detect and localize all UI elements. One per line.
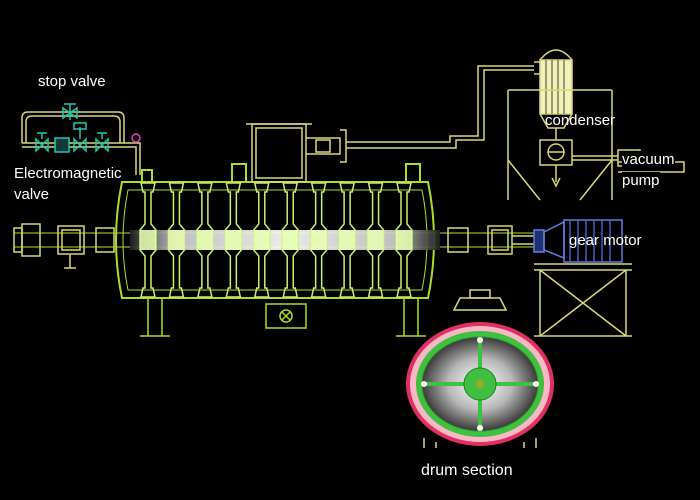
electromagnetic-valve-symbol xyxy=(35,122,109,153)
paddle xyxy=(309,182,328,298)
drum-paddle-tip xyxy=(477,337,483,343)
paddle xyxy=(395,182,413,298)
paddle xyxy=(139,182,157,298)
paddle xyxy=(224,182,243,298)
vacuum-pump-label-line1: vacuum xyxy=(622,151,675,168)
motor-stand xyxy=(534,263,632,337)
dryer-vessel xyxy=(115,163,435,299)
left-bearing xyxy=(13,223,115,269)
vacuum-pump-label-line2: pump xyxy=(622,172,660,189)
paddle xyxy=(196,182,214,298)
paddle xyxy=(338,182,356,298)
stop-valve-label: stop valve xyxy=(38,73,106,90)
electromagnetic-valve-label-line2: valve xyxy=(14,186,50,203)
paddle-group xyxy=(139,182,413,298)
right-bearing xyxy=(447,225,513,255)
feed-hopper xyxy=(246,123,347,183)
condenser-label: condenser xyxy=(545,112,616,129)
electromagnetic-valve-label-line1: Electromagnetic xyxy=(14,165,122,182)
pressure-gauge-icon xyxy=(131,133,141,143)
paddle xyxy=(281,182,299,298)
gear-motor xyxy=(512,219,623,263)
paddle xyxy=(167,182,186,298)
gear-motor-label: gear motor xyxy=(569,232,642,249)
drum-paddle-tip xyxy=(533,381,539,387)
vapor-pipe xyxy=(346,61,540,149)
drum-paddle-tip xyxy=(421,381,427,387)
drum-section-label: drum section xyxy=(421,462,513,479)
paddle xyxy=(253,182,271,298)
drum-section xyxy=(406,289,554,448)
paddle xyxy=(366,182,385,298)
stop-valve-symbol xyxy=(62,103,78,120)
drum-paddle-tip xyxy=(477,425,483,431)
vessel-supports xyxy=(140,298,426,337)
